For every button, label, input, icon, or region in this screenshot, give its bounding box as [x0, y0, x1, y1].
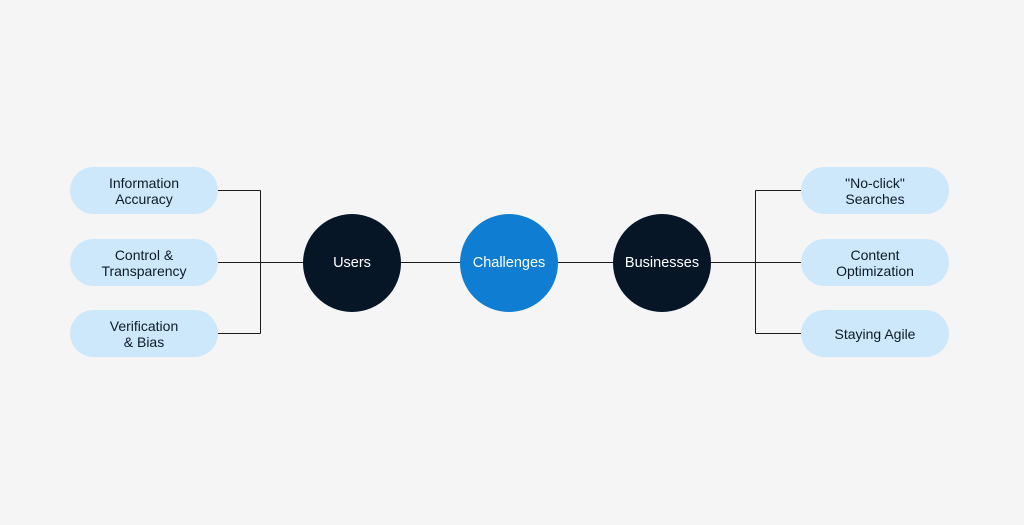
pill-label: "No-click" Searches: [845, 174, 905, 207]
pill-no-click-searches: "No-click" Searches: [801, 167, 949, 214]
pill-label: Information Accuracy: [108, 174, 180, 207]
pill-information-accuracy: Information Accuracy: [70, 167, 218, 214]
center-challenges: Challenges: [460, 214, 558, 312]
pill-content-optimization: Content Optimization: [801, 239, 949, 286]
center-challenges-label: Challenges: [472, 255, 546, 271]
hub-businesses-label: Businesses: [624, 255, 700, 271]
pill-label: Control & Transparency: [101, 246, 187, 279]
pill-label: Content Optimization: [836, 246, 914, 279]
hub-users-label: Users: [333, 255, 371, 271]
hub-businesses: Businesses: [613, 214, 711, 312]
pill-verification-bias: Verification & Bias: [70, 310, 218, 357]
pill-label: Verification & Bias: [109, 317, 179, 350]
pill-label: Staying Agile: [834, 325, 916, 342]
pill-staying-agile: Staying Agile: [801, 310, 949, 357]
pill-control-transparency: Control & Transparency: [70, 239, 218, 286]
hub-users: Users: [303, 214, 401, 312]
